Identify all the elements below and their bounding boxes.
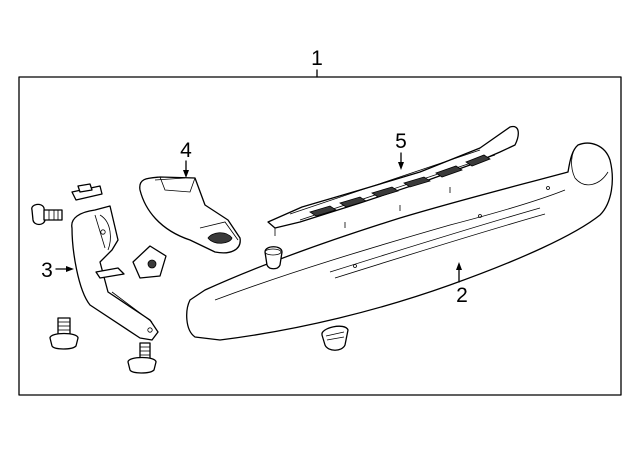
bolt-upper-left	[31, 203, 63, 226]
callout-3-arrowhead	[66, 266, 74, 272]
assembly-border	[18, 76, 622, 396]
callout-5-label: 5	[395, 130, 407, 153]
clip-nut-top	[71, 183, 103, 201]
callout-3-label: 3	[41, 259, 53, 282]
plug-fastener-upper	[264, 246, 283, 270]
bolt-bottom	[127, 342, 157, 374]
bracket-part	[71, 205, 159, 341]
plug-fastener-lower	[321, 325, 349, 351]
callout-2-label: 2	[456, 284, 468, 307]
step-pad-part	[186, 142, 613, 341]
step-insert-part	[267, 125, 519, 236]
callout-4-arrowhead	[183, 170, 189, 178]
callout-1-label: 1	[311, 47, 323, 70]
callout-4-label: 4	[180, 139, 192, 162]
clip-nut-middle	[132, 245, 167, 279]
bolt-lower-left	[49, 317, 79, 350]
end-cap-part	[139, 176, 241, 254]
callout-5-arrowhead	[398, 162, 404, 170]
callout-2-arrowhead	[456, 262, 462, 270]
